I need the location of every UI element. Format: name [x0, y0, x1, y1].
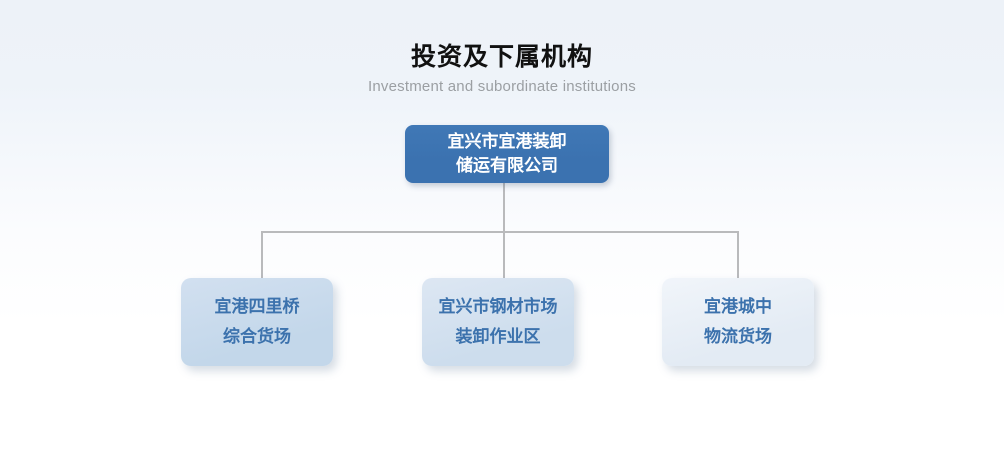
- org-node-child-3: 宜港城中 物流货场: [662, 278, 814, 366]
- org-node-child-2-label-line-2: 装卸作业区: [455, 327, 541, 346]
- org-node-child-2-label-line-1: 宜兴市钢材市场: [438, 297, 558, 316]
- org-node-child-1: 宜港四里桥 综合货场: [181, 278, 333, 366]
- org-node-root: 宜兴市宜港装卸 储运有限公司: [405, 125, 609, 183]
- page-subtitle: Investment and subordinate institutions: [368, 78, 636, 95]
- org-node-child-3-label-line-1: 宜港城中: [704, 297, 772, 316]
- page-title: 投资及下属机构: [410, 43, 593, 71]
- org-node-child-1-label-line-2: 综合货场: [223, 327, 291, 346]
- org-node-child-3-label-line-2: 物流货场: [704, 327, 772, 346]
- org-node-child-1-label-line-1: 宜港四里桥: [214, 297, 300, 316]
- org-node-root-label-line-1: 宜兴市宜港装卸: [447, 132, 567, 151]
- org-node-root-label-line-2: 储运有限公司: [456, 156, 558, 175]
- org-node-child-2: 宜兴市钢材市场 装卸作业区: [422, 278, 574, 366]
